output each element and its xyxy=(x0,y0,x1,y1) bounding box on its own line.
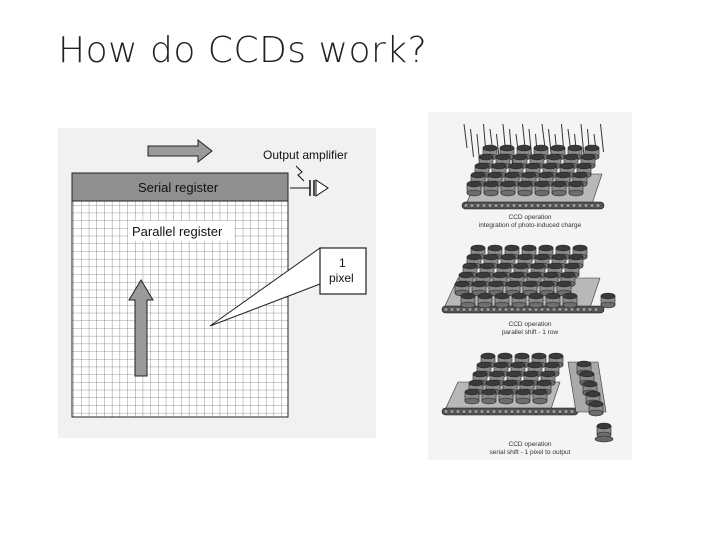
pixel-label-text: pixel xyxy=(329,271,354,285)
panel1-caption-title: CCD operation xyxy=(509,214,552,221)
serial-direction-arrow xyxy=(147,138,213,164)
output-amplifier-icon xyxy=(290,165,329,197)
ccd-panel-serial-shift xyxy=(441,352,614,443)
panel2-caption-title: CCD operation xyxy=(509,321,552,328)
serial-register-label: Serial register xyxy=(138,180,219,195)
slide-title: How do CCDs work? xyxy=(58,30,428,71)
panel3-caption-title: CCD operation xyxy=(509,441,552,448)
output-amplifier-label: Output amplifier xyxy=(263,148,348,162)
parallel-direction-arrow xyxy=(128,279,154,377)
pixel-callout: 1 pixel xyxy=(209,247,367,327)
panel2-caption-desc: parallel shift - 1 row xyxy=(502,329,559,336)
ccd-panel-integration xyxy=(461,144,605,210)
ccd-operation-illustration: CCD operation integration of photo-induc… xyxy=(428,112,632,460)
panel1-caption-desc: integration of photo-induced charge xyxy=(479,222,582,229)
ccd-register-svg: Output amplifier Serial register Paralle… xyxy=(71,138,367,418)
serial-register: Serial register xyxy=(71,172,289,202)
ccd-register-diagram: Output amplifier Serial register Paralle… xyxy=(58,128,376,438)
ccd-panel-parallel-shift xyxy=(441,244,616,314)
pixel-label-number: 1 xyxy=(339,256,346,270)
ccd-operation-svg: CCD operation integration of photo-induc… xyxy=(441,123,616,456)
panel3-caption-desc: serial shift - 1 pixel to output xyxy=(490,449,571,456)
parallel-register-label: Parallel register xyxy=(132,224,223,239)
